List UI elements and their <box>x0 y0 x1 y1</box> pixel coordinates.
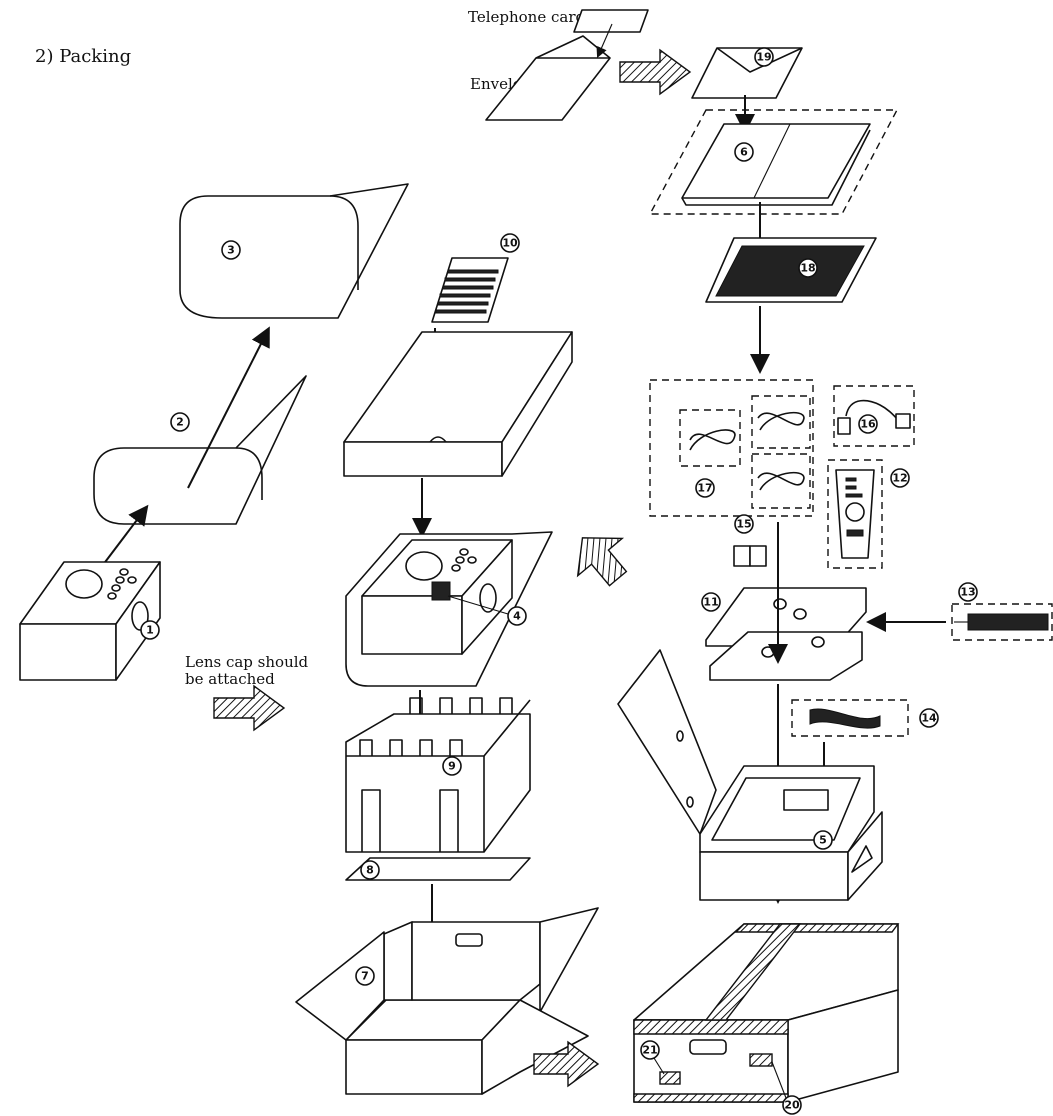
part-13-cable <box>951 603 1053 641</box>
part-number-12: 12 <box>892 472 907 485</box>
inner-lid-box <box>343 331 573 477</box>
telephone-card-label: Telephone card <box>468 8 586 26</box>
part-circle-20 <box>782 1095 802 1115</box>
part-number-circles: 1 2 3 4 5 6 7 8 9 10 11 12 13 <box>140 47 978 1115</box>
part-circle-12 <box>890 468 910 488</box>
part-number-17: 17 <box>697 482 712 495</box>
hatched-arrow-lens-cap <box>213 684 286 732</box>
arrow-2-to-3 <box>187 326 270 489</box>
part-9-cushion <box>345 697 531 853</box>
part-number-13: 13 <box>960 586 975 599</box>
part-2-bag <box>93 375 307 525</box>
hatched-arrow-envelope <box>619 48 692 96</box>
part-14-cord <box>791 699 909 737</box>
part-12-remote <box>827 459 883 569</box>
part-circle-21 <box>640 1040 660 1060</box>
part-circle-5 <box>813 830 833 850</box>
part-circle-9 <box>442 756 462 776</box>
part-number-19: 19 <box>756 51 771 64</box>
part-circle-18 <box>798 258 818 278</box>
part-15-batteries <box>733 545 767 567</box>
part-number-6: 6 <box>740 146 748 159</box>
part-7-carton <box>295 907 599 1095</box>
part-circle-8 <box>360 860 380 880</box>
section-title: 2) Packing <box>35 46 132 67</box>
part-number-2: 2 <box>176 416 184 429</box>
part-6-manual <box>648 109 899 215</box>
part-circle-14 <box>919 708 939 728</box>
part-number-21: 21 <box>642 1044 657 1057</box>
part-5-carton <box>617 649 883 901</box>
part-10-sheet <box>431 257 509 323</box>
part-number-7: 7 <box>361 970 369 983</box>
part-number-9: 9 <box>448 760 456 773</box>
part-number-15: 15 <box>736 518 751 531</box>
part-number-5: 5 <box>819 834 827 847</box>
part-number-18: 18 <box>800 262 815 275</box>
part-circle-3 <box>221 240 241 260</box>
part-number-16: 16 <box>860 418 876 431</box>
part-19-envelope <box>691 47 803 99</box>
projector-in-bag <box>345 531 553 687</box>
envelope <box>485 23 613 121</box>
part-number-4: 4 <box>513 610 521 623</box>
telephone-card <box>573 9 649 33</box>
lens-cap-note-line2: be attached <box>185 670 275 688</box>
part-circle-1 <box>140 620 160 640</box>
part-circle-17 <box>695 478 715 498</box>
part-circle-10 <box>500 233 520 253</box>
part-8-sheet <box>345 857 531 881</box>
part-3-bag <box>179 183 409 319</box>
part-number-11: 11 <box>703 596 718 609</box>
part-circle-11 <box>701 592 721 612</box>
part-number-3: 3 <box>227 244 235 257</box>
part-number-8: 8 <box>366 864 374 877</box>
part-18-sheet <box>705 237 877 303</box>
part-circle-19 <box>754 47 774 67</box>
hatched-arrow-to-final <box>533 1040 600 1088</box>
part-number-14: 14 <box>921 712 937 725</box>
hatched-arrow-up <box>576 537 628 587</box>
part-circle-15 <box>734 514 754 534</box>
part-17-cords <box>649 379 814 517</box>
part-circle-7 <box>355 966 375 986</box>
part-circle-13 <box>958 582 978 602</box>
part-11-tray <box>705 587 867 681</box>
part-circle-16 <box>858 414 878 434</box>
part-number-10: 10 <box>502 237 518 250</box>
lens-cap-note-line1: Lens cap should <box>185 653 309 671</box>
part-circle-2 <box>170 412 190 432</box>
final-carton <box>633 923 900 1103</box>
part-circle-4 <box>507 606 527 626</box>
part-16-cable <box>833 385 915 447</box>
part-number-1: 1 <box>146 624 154 637</box>
part-circle-6 <box>734 142 754 162</box>
part-1-projector <box>19 561 161 681</box>
part-number-20: 20 <box>784 1099 800 1112</box>
